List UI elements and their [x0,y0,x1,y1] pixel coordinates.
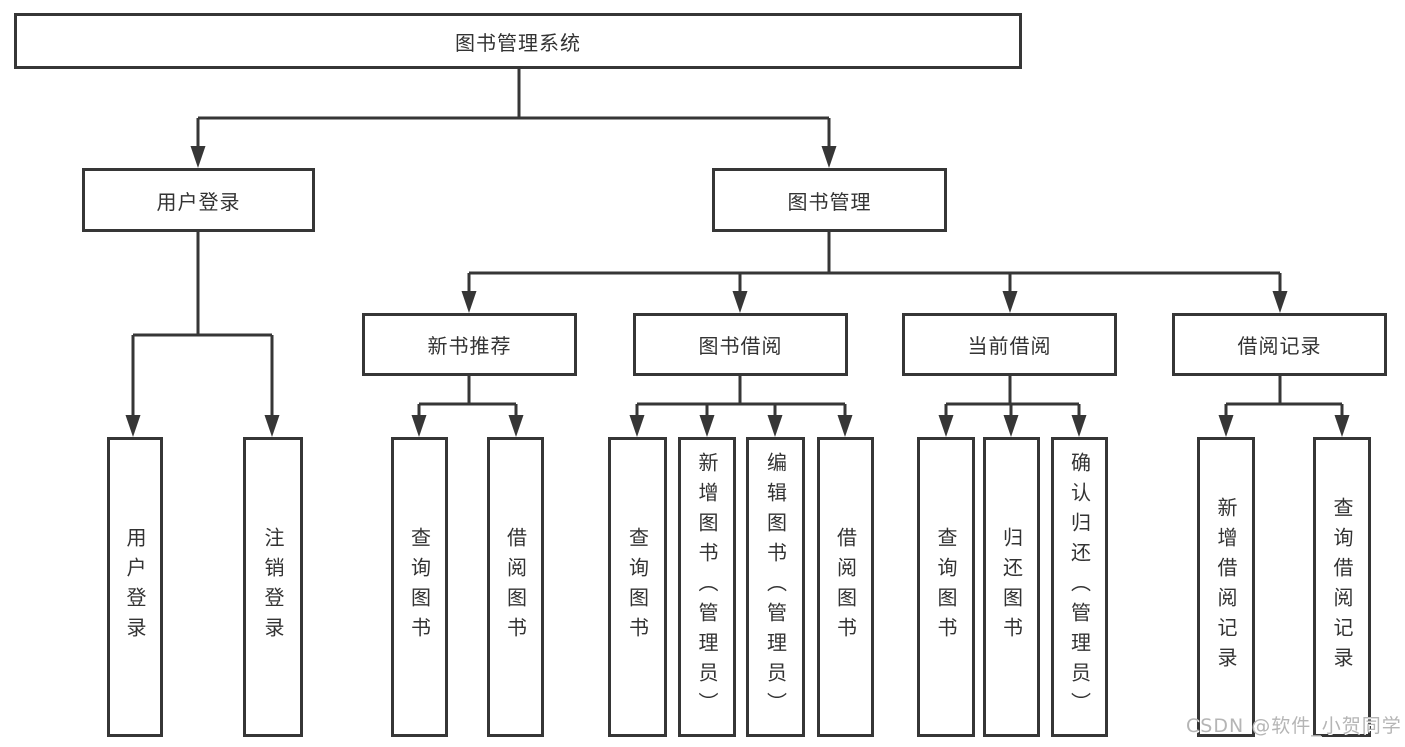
leaf-query-books-current: 查询图书 [917,437,975,737]
leaf-label: 归还图书 [999,527,1024,647]
leaf-label: 编辑图书（管理员） [763,452,788,722]
node-user-login: 用户登录 [82,168,315,232]
connector-line [131,69,1344,415]
leaf-label: 查询图书 [625,527,650,647]
leaf-query-books-recommend: 查询图书 [391,437,448,737]
leaf-label: 注销登录 [261,527,285,647]
node-library-system: 图书管理系统 [14,13,1022,69]
leaf-add-book-admin: 新增图书（管理员） [678,437,736,737]
leaf-confirm-return-admin: 确认归还（管理员） [1051,437,1108,737]
leaf-logout: 注销登录 [243,437,303,737]
leaf-label: 借阅图书 [503,527,528,647]
node-borrow-records: 借阅记录 [1172,313,1387,376]
leaf-label: 确认归还（管理员） [1067,452,1092,722]
leaf-query-borrow-record: 查询借阅记录 [1313,437,1371,737]
leaf-label: 新增图书（管理员） [695,452,719,722]
leaf-user-login: 用户登录 [107,437,163,737]
leaf-add-borrow-record: 新增借阅记录 [1197,437,1255,737]
leaf-label: 查询图书 [407,527,432,647]
leaf-label: 借阅图书 [833,527,858,647]
leaf-label: 查询图书 [934,527,958,647]
leaf-label: 用户登录 [123,527,147,647]
leaf-label: 查询借阅记录 [1330,497,1354,677]
leaf-edit-book-admin: 编辑图书（管理员） [746,437,805,737]
leaf-return-book: 归还图书 [983,437,1040,737]
leaf-query-books-borrow: 查询图书 [608,437,667,737]
node-book-borrow: 图书借阅 [633,313,848,376]
arrowheads [125,146,1350,437]
leaf-label: 新增借阅记录 [1214,497,1238,677]
csdn-watermark: CSDN @软件_小贺同学 [1186,715,1402,737]
leaf-borrow-books: 借阅图书 [817,437,874,737]
node-book-management: 图书管理 [712,168,947,232]
node-new-book-recommend: 新书推荐 [362,313,577,376]
node-current-borrow: 当前借阅 [902,313,1117,376]
leaf-borrow-books-recommend: 借阅图书 [487,437,544,737]
